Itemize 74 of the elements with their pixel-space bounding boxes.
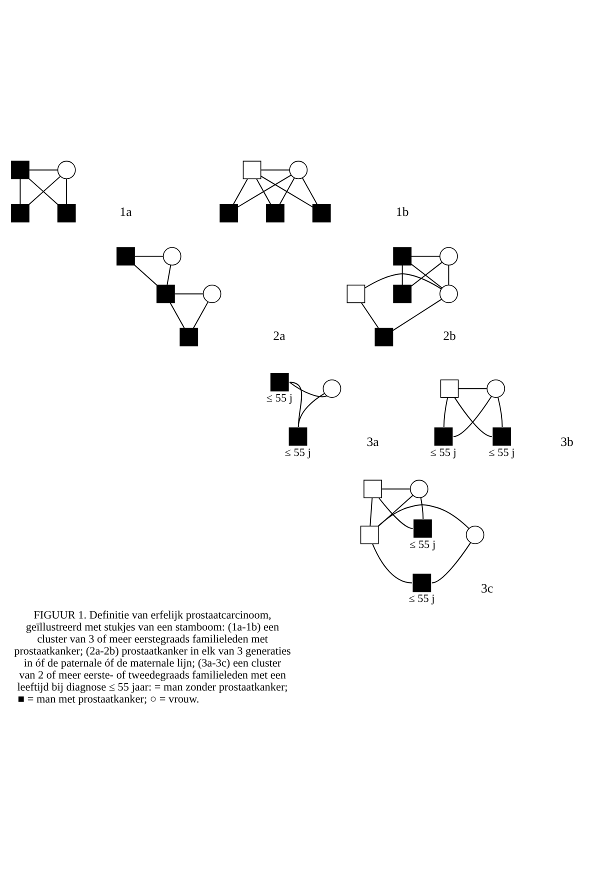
caption: FIGUUR 1. Definitie van erfelijk prostaatcarcinoom, geïllustreerd met stukjes van een stamboom: (1a-1b) een cluster van 3 of meer eerstegraads familieleden met prostaatkanker; (2a-2b) prostaatkanker in elk van 3 generaties in óf de paternale óf de maternale lijn; (3a-3c) een cluster van 2 of meer eerste- of tweedegraads familieleden met een leeftijd bij diagnose ≤ 55 jaar: = man zonder prostaatkanker; ■ = man met prostaatkanker; ○ = vrouw. <box>14 609 291 706</box>
node-box <box>312 203 331 222</box>
node-box <box>11 203 30 222</box>
node-box <box>242 160 262 179</box>
connector <box>392 298 442 331</box>
label: 2b <box>443 328 456 343</box>
connector <box>378 504 470 528</box>
node-box <box>360 525 379 544</box>
node-box <box>11 160 30 179</box>
node-box <box>374 327 394 346</box>
node-circle <box>486 378 506 398</box>
connector <box>302 177 318 204</box>
connector <box>134 264 158 286</box>
node-box <box>393 246 412 266</box>
connector <box>298 392 325 427</box>
connector <box>289 381 328 397</box>
node-label: ≤ 55 j <box>430 446 456 458</box>
label: 3c <box>481 580 494 595</box>
connector <box>402 264 403 286</box>
node-circle <box>162 246 182 266</box>
connector <box>364 272 442 289</box>
connector <box>192 300 208 328</box>
connector <box>431 542 472 583</box>
node-circle <box>57 160 76 179</box>
node-circle <box>410 479 428 498</box>
connector <box>458 388 488 389</box>
node-label: ≤ 55 j <box>284 446 311 458</box>
node-box <box>180 327 198 346</box>
node-box <box>266 203 284 222</box>
label: 2a <box>273 328 286 343</box>
node-box <box>116 246 135 266</box>
connector <box>279 177 295 204</box>
connector <box>260 169 290 170</box>
connector <box>443 396 448 427</box>
node-box <box>156 284 175 303</box>
node-circle <box>440 246 458 266</box>
node-box <box>440 378 459 398</box>
connector <box>134 255 164 256</box>
connector <box>232 178 248 204</box>
connector <box>370 496 373 526</box>
node-label: ≤ 55 j <box>410 538 436 550</box>
connector <box>410 255 440 256</box>
node-label: ≤ 55 j <box>266 392 292 404</box>
connector <box>66 178 68 204</box>
node-box <box>364 479 382 498</box>
connector <box>20 178 21 204</box>
node-box <box>346 284 366 303</box>
label: 1a <box>120 204 132 219</box>
connector <box>260 175 314 207</box>
node-circle <box>440 284 458 303</box>
connector <box>448 264 450 286</box>
connector <box>381 488 411 489</box>
connector <box>28 169 58 170</box>
connector <box>420 496 424 519</box>
connector <box>170 302 185 328</box>
connector <box>498 396 503 427</box>
label: 1b <box>396 204 409 219</box>
label: 3b <box>560 434 574 449</box>
node-box <box>57 203 76 222</box>
node-circle <box>466 525 484 544</box>
label: 3a <box>366 434 379 449</box>
node-label: ≤ 55 j <box>488 446 515 458</box>
connector <box>166 264 172 285</box>
node-box <box>393 284 412 303</box>
connector <box>256 178 272 204</box>
connector <box>237 174 292 207</box>
node-circle <box>322 378 342 398</box>
connector <box>360 302 379 328</box>
node-circle <box>289 160 308 179</box>
node-label: ≤ 55 j <box>408 592 435 605</box>
node-circle <box>202 284 222 303</box>
connector <box>174 292 204 294</box>
node-box <box>220 203 238 222</box>
connector <box>372 542 412 583</box>
